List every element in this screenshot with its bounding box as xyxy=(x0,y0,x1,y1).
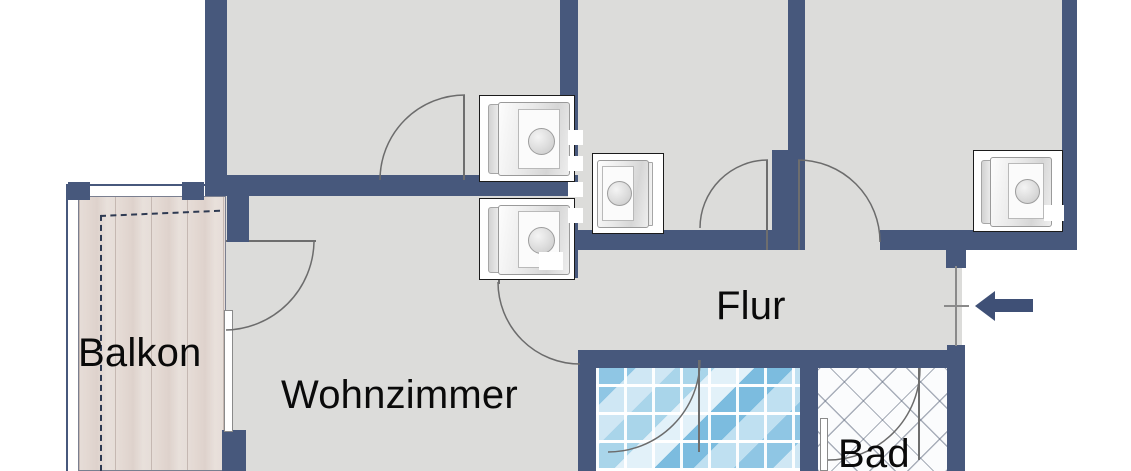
bad-door-swing-leaf xyxy=(918,368,920,460)
entrance-arrow-shaft xyxy=(995,299,1033,312)
appliance-drum-icon xyxy=(528,128,555,155)
balcony-door-arc xyxy=(225,241,315,331)
appliance-box-right xyxy=(973,150,1063,232)
appliance-right-niche xyxy=(1044,205,1064,221)
wall-pier-flur-center xyxy=(772,150,794,250)
wall-horizontal-bad-top xyxy=(868,350,965,368)
balcony-railing-top xyxy=(66,184,218,186)
balcony-wall-stub-right xyxy=(182,182,204,200)
wall-vertical-midleft xyxy=(560,0,578,108)
room-label-flur: Flur xyxy=(716,284,786,328)
door-leaf-flur-right xyxy=(798,160,800,250)
appliance-box-upper-left xyxy=(479,95,575,182)
door-arc-top-left xyxy=(379,94,466,181)
balcony-railing-left xyxy=(66,184,68,471)
wall-vertical-right xyxy=(1062,0,1077,250)
appliance-drum-icon xyxy=(528,227,555,254)
wall-horizontal-topleft-return xyxy=(227,196,249,242)
door-leaf-flur-left xyxy=(766,160,768,250)
wall-horizontal-bath-top-2 xyxy=(708,350,868,368)
balcony-wall-stub-left xyxy=(68,182,90,200)
door-arc-flur-left xyxy=(699,159,769,229)
door-leaf-top-left xyxy=(463,95,465,180)
bad-door-arc xyxy=(827,367,921,461)
bathroom-door-arc xyxy=(607,359,701,453)
wall-cavity-5 xyxy=(539,252,563,270)
wall-cavity-1 xyxy=(568,130,583,145)
door-arc-wohnzimmer xyxy=(497,281,581,365)
wall-entry-stub-top xyxy=(946,250,966,268)
door-arc-flur-right xyxy=(797,159,881,243)
appliance-box-center xyxy=(592,153,664,234)
balcony-door-swing-leaf xyxy=(226,240,316,242)
bad-door-leaf xyxy=(820,418,828,471)
wall-horizontal-flur-top xyxy=(880,230,1065,250)
bathroom-door-leaf xyxy=(698,360,700,452)
bad-diamond-floor xyxy=(818,368,947,471)
wall-vertical-bad-right xyxy=(947,345,965,471)
door-leaf-wohnzimmer xyxy=(498,280,500,284)
wall-horizontal-bath-top xyxy=(578,350,708,368)
entrance-arrow-head xyxy=(975,291,995,321)
room-label-wohnzimmer: Wohnzimmer xyxy=(281,373,518,417)
balcony-wall-stub-bottom xyxy=(222,430,246,471)
appliance-drum-icon xyxy=(1015,179,1040,204)
wall-cavity-3 xyxy=(568,182,583,197)
balcony-door-leaf xyxy=(224,310,233,432)
appliance-drum-icon xyxy=(607,181,632,206)
wall-cavity-2 xyxy=(568,156,583,171)
wall-vertical-bath-left xyxy=(578,350,596,471)
wall-horizontal-kitchen xyxy=(568,230,793,250)
room-label-bad: Bad xyxy=(838,432,910,471)
room-label-balkon: Balkon xyxy=(78,331,202,375)
wall-cavity-4 xyxy=(568,208,583,223)
entrance-door-tick xyxy=(944,305,969,307)
wall-vertical-bath-right xyxy=(800,350,818,471)
wall-vertical-left xyxy=(205,0,227,196)
